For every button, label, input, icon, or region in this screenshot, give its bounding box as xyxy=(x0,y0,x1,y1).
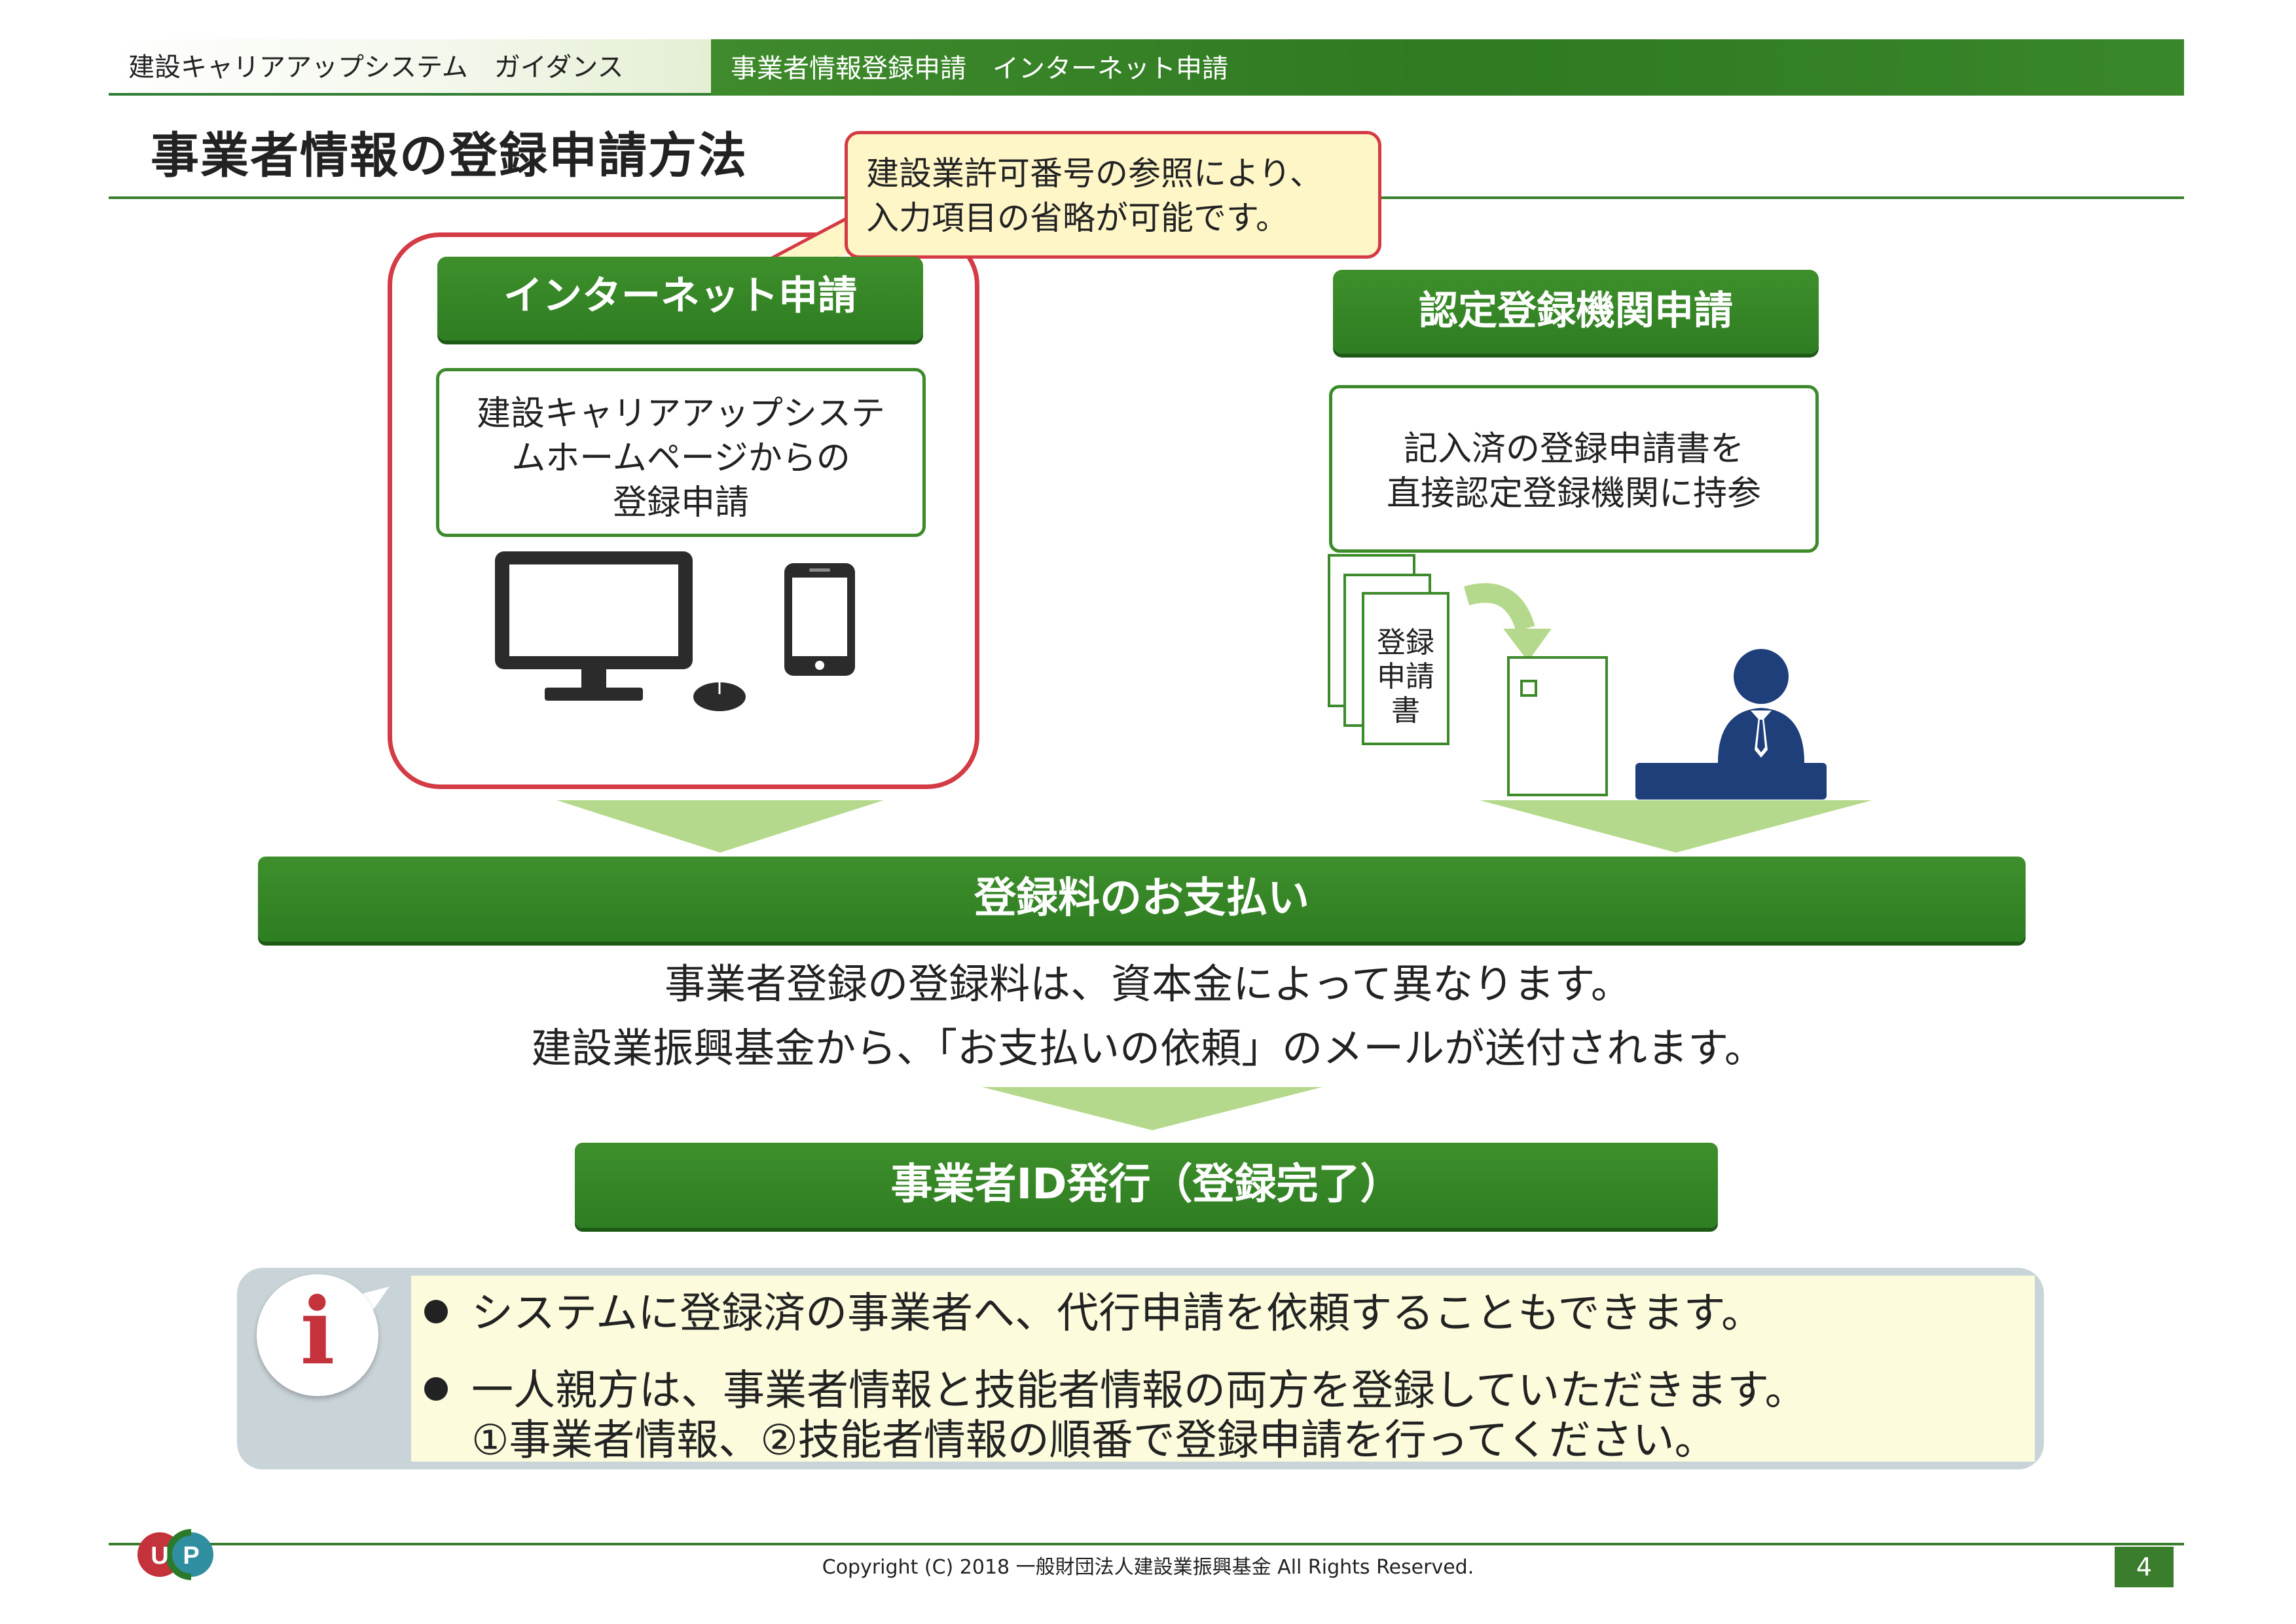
agency-flow-arrow-icon xyxy=(1480,800,1872,853)
submit-arrow-icon xyxy=(1463,583,1552,661)
logo-letter-u: U xyxy=(151,1542,168,1570)
document-label-line-2: 申請書 xyxy=(1377,660,1434,728)
bullet-dot-icon xyxy=(424,1377,448,1401)
info-bullet-1: システムに登録済の事業者へ、代行申請を依頼することもできます。 xyxy=(424,1280,1763,1340)
smartphone-icon xyxy=(784,563,855,676)
cpc-logo-icon: U P xyxy=(137,1529,213,1580)
completion-flow-arrow-icon xyxy=(982,1087,1322,1130)
internet-desc-line-2: ムホームページからの xyxy=(511,439,850,478)
header-guide-label: 建設キャリアアップシステム ガイダンス xyxy=(109,39,711,96)
internet-application-heading: インターネット申請 xyxy=(437,257,923,341)
callout-line-1: 建設業許可番号の参照により、 xyxy=(866,155,1322,193)
info-icon-letter: i xyxy=(300,1278,335,1386)
submission-box-icon xyxy=(1507,656,1608,796)
payment-heading: 登録料のお支払い xyxy=(258,857,2026,942)
info-bullet-2-text: 一人親方は、事業者情報と技能者情報の両方を登録していただきます。 xyxy=(471,1367,1807,1415)
document-label-line-1: 登録 xyxy=(1377,626,1434,659)
completion-heading: 事業者ID発行（登録完了） xyxy=(575,1143,1718,1228)
page-title: 事業者情報の登録申請方法 xyxy=(151,128,748,184)
agency-desc-line-2: 直接認定登録機関に持参 xyxy=(1386,474,1761,513)
page-number: 4 xyxy=(2115,1547,2174,1587)
bullet-dot-icon xyxy=(424,1300,448,1324)
callout-line-2: 入力項目の省略が可能です。 xyxy=(866,199,1288,237)
logo-letter-p: P xyxy=(183,1542,199,1570)
header-section-label: 事業者情報登録申請 インターネット申請 xyxy=(711,39,2184,96)
agency-desc-line-1: 記入済の登録申請書を xyxy=(1403,430,1744,469)
internet-application-description: 建設キャリアアップシステ ムホームページからの 登録申請 xyxy=(436,368,926,537)
internet-desc-line-1: 建設キャリアアップシステ xyxy=(476,394,885,434)
footer-divider xyxy=(109,1543,2184,1545)
header-left-text: 建設キャリアアップシステム ガイダンス xyxy=(128,52,624,83)
desktop-monitor-icon xyxy=(495,551,693,701)
info-panel-content: システムに登録済の事業者へ、代行申請を依頼することもできます。 一人親方は、事業… xyxy=(411,1276,2035,1465)
info-bullet-2-continuation: ①事業者情報、②技能者情報の順番で登録申請を行ってください。 xyxy=(471,1416,1717,1465)
agency-application-heading: 認定登録機関申請 xyxy=(1333,270,1819,354)
callout-note: 建設業許可番号の参照により、 入力項目の省略が可能です。 xyxy=(845,131,1381,259)
internet-desc-line-3: 登録申請 xyxy=(612,483,749,523)
payment-description-line-1: 事業者登録の登録料は、資本金によって異なります。 xyxy=(665,960,1631,1008)
info-bullet-2: 一人親方は、事業者情報と技能者情報の両方を登録していただきます。 xyxy=(424,1357,1807,1417)
payment-description-line-2: 建設業振興基金から、「お支払いの依頼」のメールが送付されます。 xyxy=(531,1024,1765,1072)
info-icon: i xyxy=(257,1274,378,1396)
agency-application-description: 記入済の登録申請書を 直接認定登録機関に持参 xyxy=(1329,385,1819,553)
registration-agency-staff-icon xyxy=(1635,649,1827,800)
application-document-stack-icon xyxy=(1328,554,1449,745)
mouse-icon xyxy=(693,682,746,711)
copyright-text: Copyright (C) 2018 一般財団法人建設業振興基金 All Rig… xyxy=(822,1556,1474,1579)
info-bullet-1-text: システムに登録済の事業者へ、代行申請を依頼することもできます。 xyxy=(471,1289,1764,1338)
internet-flow-arrow-icon xyxy=(556,800,884,853)
document-label: 登録 申請書 xyxy=(1363,626,1448,728)
header-right-text: 事業者情報登録申請 インターネット申請 xyxy=(731,54,1228,84)
